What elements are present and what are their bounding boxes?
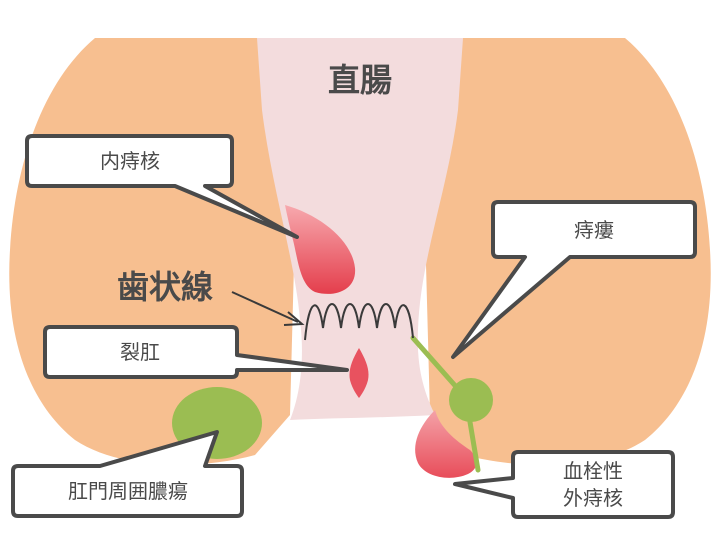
thrombosed-external-label-line1: 血栓性 (563, 459, 623, 483)
internal-hemorrhoid-label: 内痔核 (100, 149, 160, 173)
dentate-line-label: 歯状線 (117, 268, 213, 306)
callout-internal-hemorrhoid: 内痔核 (25, 134, 299, 239)
thrombosed-external-hemorrhoid-lesion (415, 410, 477, 478)
callout-anal-fistula: 痔瘻 (451, 200, 697, 359)
perianal-abscess-label: 肛門周囲膿瘍 (68, 479, 188, 503)
dentate-line-arrow (231, 291, 299, 323)
anal-fissure-label: 裂肛 (120, 340, 160, 364)
callout-anal-fissure: 裂肛 (43, 325, 349, 379)
rectum-label: 直腸 (328, 61, 392, 99)
tissue-left (9, 38, 301, 465)
anal-fistula-node (449, 378, 493, 422)
anal-fissure-lesion (349, 348, 369, 398)
dentate-line-arrowhead (283, 311, 305, 326)
callout-thrombosed-external-hemorrhoid: 血栓性 外痔核 (453, 450, 675, 519)
anal-fistula-label: 痔瘻 (574, 218, 614, 242)
internal-hemorrhoid-lesion (285, 205, 356, 294)
callout-perianal-abscess: 肛門周囲膿瘍 (11, 430, 244, 518)
thrombosed-external-label-line2: 外痔核 (563, 486, 623, 510)
dentate-line-wave (304, 303, 414, 341)
